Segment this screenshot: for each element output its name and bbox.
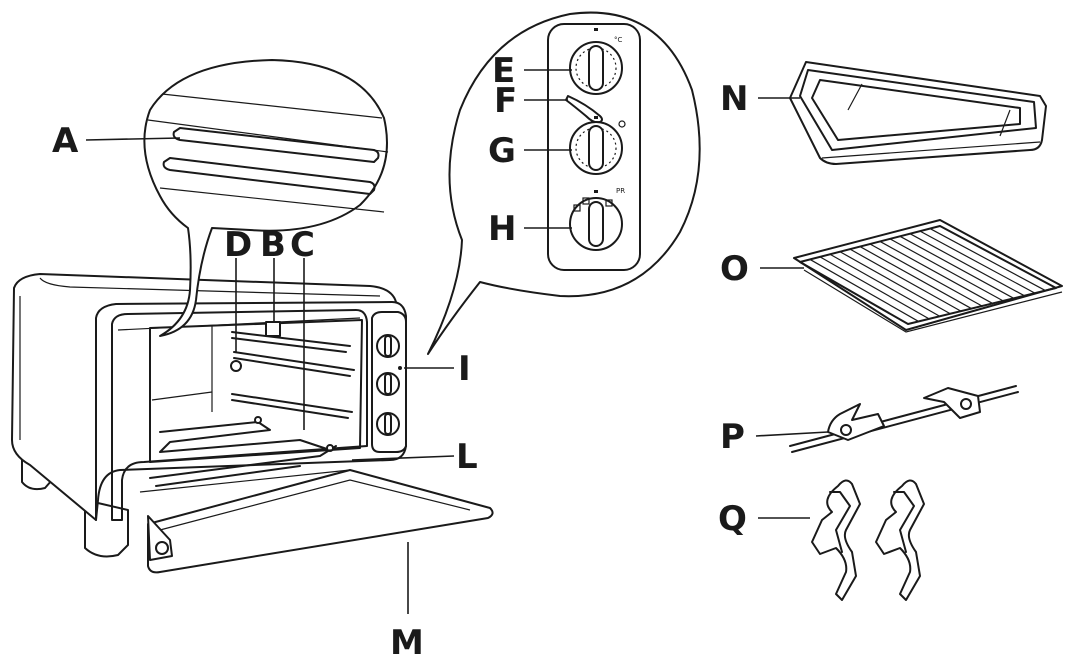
label-e: E xyxy=(492,51,515,91)
rack-bar xyxy=(859,246,972,310)
label-c: C xyxy=(290,225,315,265)
label-q: Q xyxy=(718,499,747,539)
spit-handles xyxy=(811,479,925,601)
rack-bar xyxy=(849,248,962,312)
magnified-callout-controls: °C PR xyxy=(427,11,701,355)
label-f: F xyxy=(494,81,517,121)
label-h: H xyxy=(488,209,516,249)
leader-lines xyxy=(85,69,829,614)
temperature-unit-mark: °C xyxy=(614,36,623,44)
rack-bar xyxy=(819,256,930,320)
rack-bar xyxy=(829,253,941,317)
timer-knob xyxy=(569,116,626,175)
part-labels: A D B C E F G H I L M N O P Q xyxy=(52,51,749,662)
baking-tray xyxy=(789,61,1047,165)
label-n: N xyxy=(720,79,748,119)
rack-bar xyxy=(809,258,919,322)
label-m: M xyxy=(390,623,424,662)
oven-body xyxy=(11,273,494,574)
leader-l xyxy=(351,455,455,461)
label-p: P xyxy=(720,417,745,457)
leader-a xyxy=(85,137,181,141)
rack-bars xyxy=(809,228,1046,322)
label-b: B xyxy=(260,225,286,265)
label-l: L xyxy=(456,437,478,477)
magnified-callout-a xyxy=(143,59,389,337)
program-mark: PR xyxy=(616,187,625,195)
rack-bar xyxy=(929,228,1046,292)
wire-rack xyxy=(793,219,1063,333)
label-o: O xyxy=(720,249,749,289)
label-i: I xyxy=(458,349,471,389)
leader-p xyxy=(755,431,829,437)
label-d: D xyxy=(224,225,252,265)
rack-bar xyxy=(909,233,1025,297)
rack-bar xyxy=(899,235,1015,299)
rack-bar xyxy=(839,251,951,315)
rack-bar xyxy=(919,230,1036,294)
panel-knob-middle xyxy=(376,372,400,396)
function-knob: PR xyxy=(569,187,625,251)
label-g: G xyxy=(488,131,516,171)
rack-bar xyxy=(879,240,993,304)
temperature-knob: °C xyxy=(569,28,623,95)
rotisserie-spit xyxy=(789,385,1019,453)
rack-bar xyxy=(869,243,983,307)
panel-knob-bottom xyxy=(376,412,400,436)
label-a: A xyxy=(52,121,79,161)
panel-knob-top xyxy=(376,334,400,358)
rack-bar xyxy=(889,238,1004,302)
